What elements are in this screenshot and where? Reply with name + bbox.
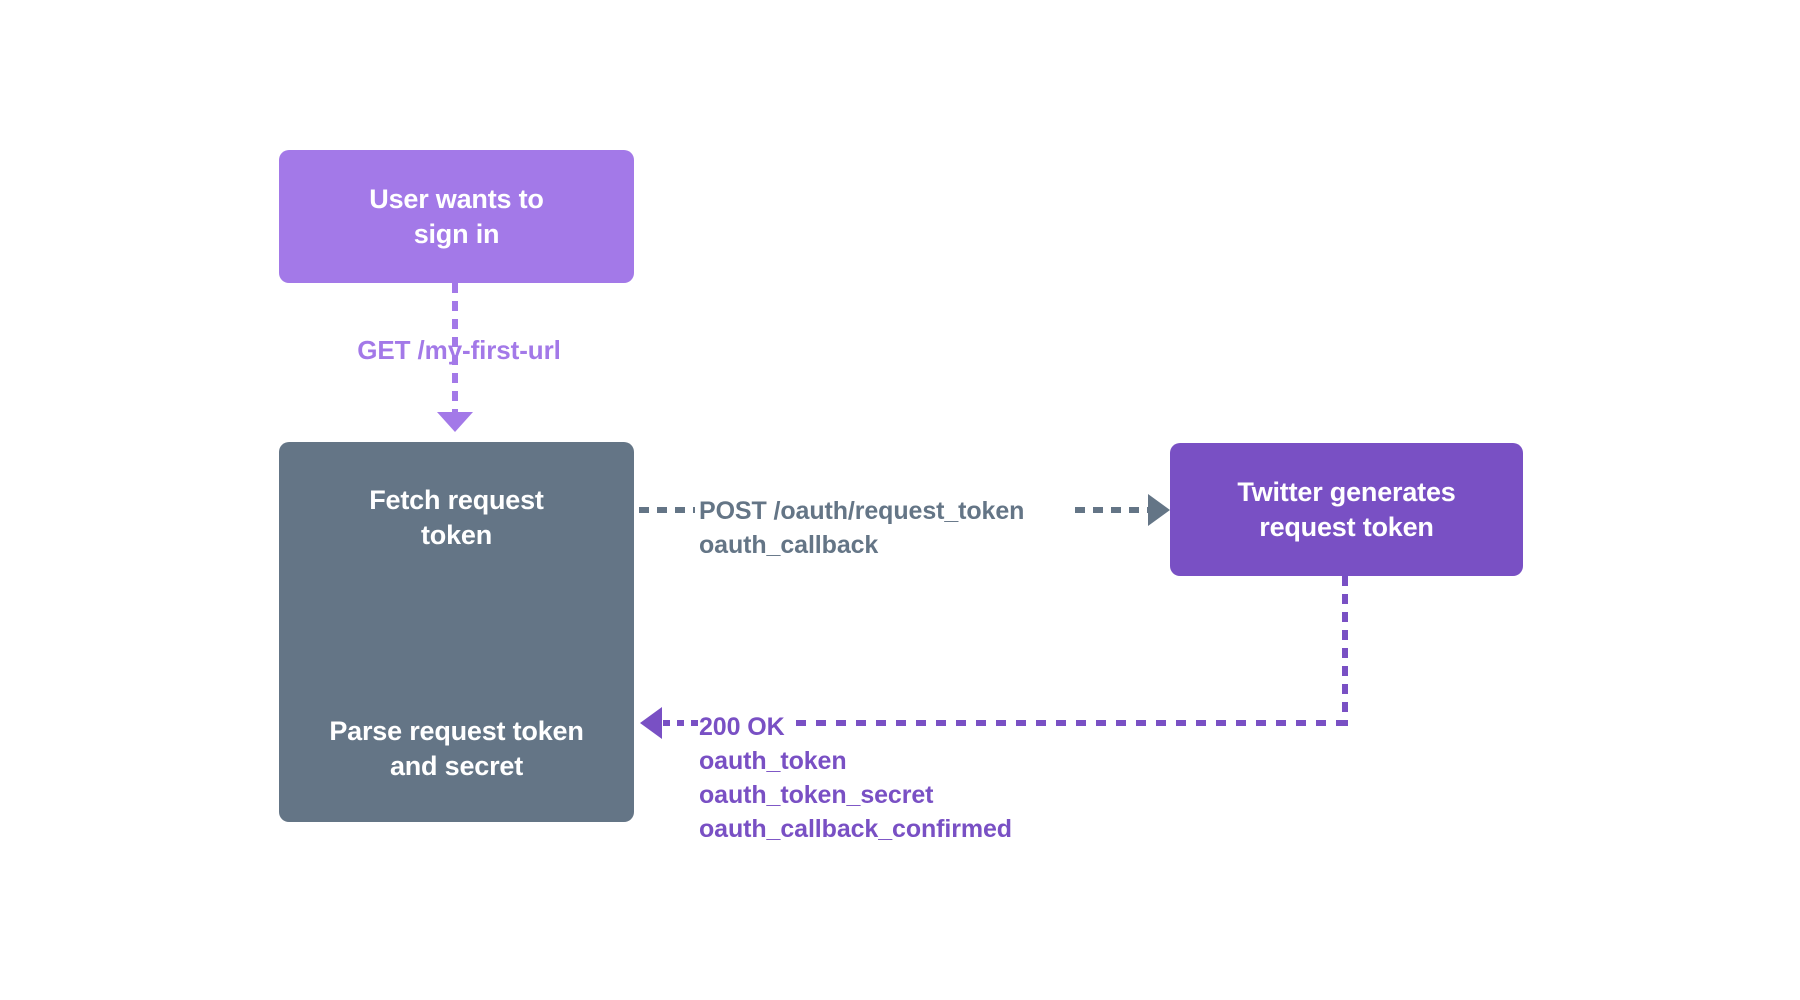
connector-user-to-app xyxy=(452,283,458,420)
connector-return-stub xyxy=(663,720,699,726)
arrow-down-icon xyxy=(437,412,473,432)
node-twitter-generates-request-token[interactable]: Twitter generates request token xyxy=(1170,443,1523,576)
node-app-server[interactable]: Fetch request token Parse request token … xyxy=(279,442,634,822)
node-parse-request-token-label: Parse request token and secret xyxy=(329,716,584,781)
connector-post-label-to-twitter xyxy=(1075,507,1153,513)
node-twitter-label: Twitter generates request token xyxy=(1237,476,1456,542)
node-user-wants-to-sign-in[interactable]: User wants to sign in xyxy=(279,150,634,283)
node-fetch-request-token-label: Fetch request token xyxy=(369,485,544,550)
edge-label-200-ok-response: 200 OK oauth_token oauth_token_secret oa… xyxy=(699,713,1012,843)
arrow-left-icon xyxy=(640,707,662,739)
connector-return-horizontal xyxy=(796,720,1346,726)
node-user-label: User wants to sign in xyxy=(369,183,544,249)
edge-label-post-oauth-request-token: POST /oauth/request_token oauth_callback xyxy=(699,497,1025,559)
edge-label-get-my-first-url: GET /my-first-url xyxy=(357,335,561,365)
connector-twitter-down xyxy=(1342,576,1348,726)
connector-app-to-post-label xyxy=(639,507,695,513)
arrow-right-icon xyxy=(1148,494,1170,526)
